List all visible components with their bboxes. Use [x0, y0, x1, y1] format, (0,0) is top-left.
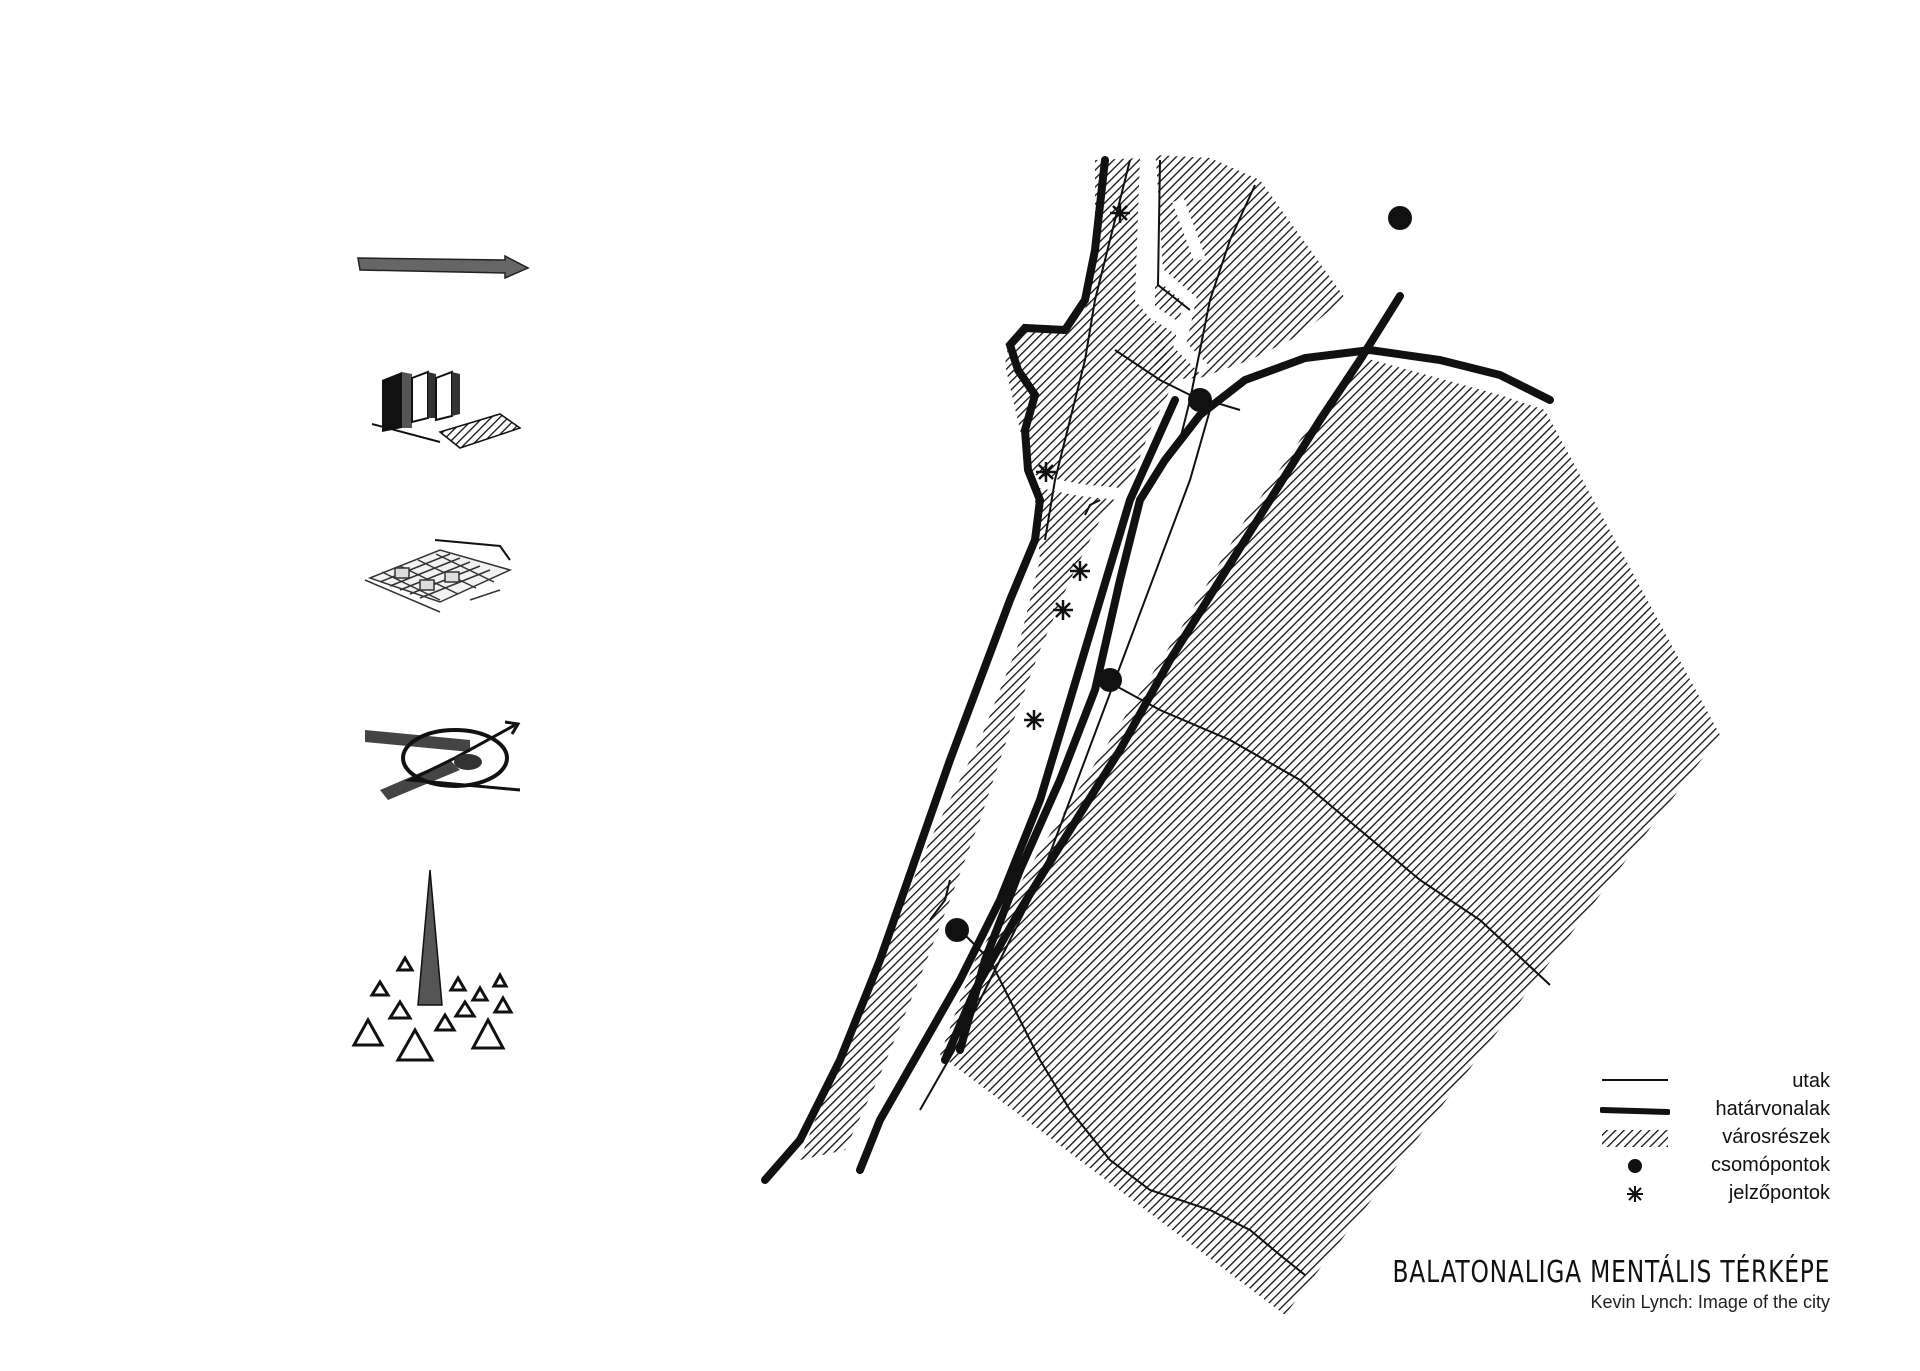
legend-item-district: városrészek [1600, 1124, 1830, 1152]
landmark-1 [1110, 203, 1130, 223]
legend-label: jelzőpontok [1728, 1182, 1830, 1204]
road-4 [1114, 349, 1241, 411]
edge-inner [856, 396, 1179, 1174]
thin-line-icon [1602, 1079, 1668, 1081]
node-intersection-icon [365, 720, 521, 800]
landmark-5 [1024, 710, 1044, 730]
node-arc [1188, 388, 1212, 412]
district-east [940, 358, 1720, 1315]
road-7 [954, 924, 1306, 1276]
road-9 [929, 879, 951, 921]
legend-label: városrészek [1722, 1126, 1830, 1148]
landmark-4 [1053, 600, 1073, 620]
landmark-2 [1036, 462, 1056, 482]
legend-item-road: utak [1600, 1068, 1830, 1096]
road-1 [1044, 159, 1131, 541]
edge-buildings-icon [371, 370, 522, 449]
thick-line-icon [1600, 1107, 1670, 1115]
hatch-pattern-icon [1602, 1130, 1668, 1147]
title-block: BALATONALIGA MENTÁLIS TÉRKÉPE Kevin Lync… [1269, 1255, 1830, 1313]
road-6 [1104, 679, 1551, 986]
roads [919, 159, 1551, 1276]
road-3 [1179, 184, 1256, 441]
edge-coast [761, 156, 1109, 1184]
road-5 [919, 409, 1211, 1111]
node-middle [1098, 668, 1122, 692]
edges [761, 156, 1554, 1184]
map-title: BALATONALIGA MENTÁLIS TÉRKÉPE [1392, 1255, 1830, 1290]
legend-label: határvonalak [1715, 1098, 1830, 1120]
map-subtitle: Kevin Lynch: Image of the city [1590, 1292, 1830, 1312]
legend: utak határvonalak városrészek csomóponto… [1600, 1068, 1830, 1208]
district-north [1155, 155, 1345, 380]
landmark-3 [1070, 561, 1090, 581]
legend-label: csomópontok [1711, 1154, 1830, 1176]
path-arrow-icon [357, 254, 530, 280]
node-north [1388, 206, 1412, 230]
road-8 [1084, 499, 1101, 516]
legend-item-landmark: jelzőpontok [1600, 1180, 1830, 1208]
landmark-spire-icon [351, 869, 514, 1062]
legend-item-edge: határvonalak [1600, 1096, 1830, 1124]
asterisk-icon [1627, 1186, 1643, 1202]
filled-dot-icon [1628, 1159, 1642, 1173]
district-blocks-icon [364, 539, 513, 613]
node-south [945, 918, 969, 942]
edge-main [941, 292, 1404, 1064]
road-2 [1156, 159, 1191, 311]
district-west [800, 158, 1175, 1160]
landmarks [1024, 203, 1130, 730]
nodes [945, 206, 1412, 942]
edge-arc [956, 345, 1554, 1054]
legend-item-node: csomópontok [1600, 1152, 1830, 1180]
legend-label: utak [1792, 1070, 1830, 1092]
